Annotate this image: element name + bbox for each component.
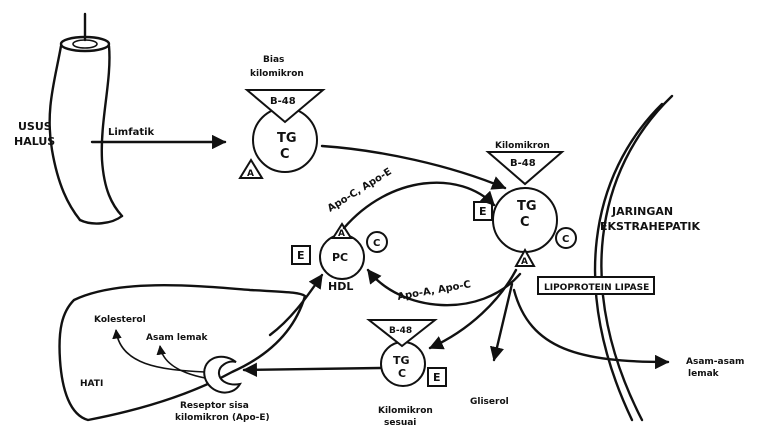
remnant-receptor-shape (204, 357, 240, 393)
kilomikron-b48-label: B-48 (510, 158, 536, 169)
gliserol-label: Gliserol (470, 397, 509, 407)
bias-kilomikron-label-2: kilomikron (250, 69, 304, 79)
hdl-apo-e-label: E (297, 249, 305, 262)
apo-c-e-label: Apo-C, Apo-E (326, 166, 394, 214)
kilomikron-label: Kilomikron (495, 141, 550, 151)
hdl-apo-a-label: A (338, 229, 345, 239)
liver-hati-label: HATI (80, 379, 103, 389)
sisa-to-receptor-arrow (244, 368, 380, 370)
intestine-drawing (50, 14, 122, 223)
bias-b48-label: B-48 (270, 96, 296, 107)
kilomikron-apo-c-label: C (562, 234, 569, 245)
intestine-label-1: USUS (18, 120, 52, 133)
liver-outline (60, 285, 305, 420)
sisa-c-label: C (398, 367, 406, 380)
bias-tg-label: TG (277, 131, 297, 146)
liver-to-asam-lemak-arrow (160, 346, 205, 378)
liver-asam-lemak-label: Asam lemak (146, 333, 209, 343)
sisa-b48-label: B-48 (389, 326, 412, 336)
hdl-pc-label: PC (332, 251, 348, 264)
gliserol-arrow (494, 284, 512, 360)
sisa-tg-label: TG (393, 354, 410, 367)
asam-lemak-out-arrow (514, 290, 668, 362)
bias-apo-a-label: A (247, 169, 254, 179)
kilomikron-apo-e-label: E (479, 205, 487, 218)
receptor-label-1: Reseptor sisa (180, 401, 249, 411)
sisa-label-1: Kilomikron (378, 406, 433, 416)
hdl-label: HDL (328, 280, 353, 293)
liver-to-hdl-arrow (270, 275, 322, 335)
hdl-apo-c-label: C (373, 238, 380, 249)
asam-lemak-out-label-2: lemak (688, 369, 720, 379)
tissue-label-2: EKSTRAHEPATIK (600, 220, 700, 233)
liver-kolesterol-label: Kolesterol (94, 315, 146, 325)
kilomikron-tg-label: TG (517, 199, 537, 214)
asam-lemak-out-label-1: Asam-asam (686, 357, 744, 367)
sisa-apo-e-label: E (433, 371, 441, 384)
receptor-label-2: kilomikron (Apo-E) (175, 413, 270, 423)
kilomikron-c-label: C (520, 215, 530, 230)
bias-kilomikron-label-1: Bias (263, 55, 284, 65)
limfatik-label: Limfatik (108, 127, 155, 138)
kilomikron-apo-a-label: A (521, 257, 528, 267)
tissue-label-1: JARINGAN (611, 205, 673, 218)
apo-a-c-label: Apo-A, Apo-C (397, 279, 472, 303)
bias-to-kilomikron-arrow (322, 146, 505, 188)
bias-c-label: C (280, 147, 290, 162)
kilomikron-to-sisa-arrow (430, 270, 516, 348)
lipoprotein-lipase-label: LIPOPROTEIN LIPASE (544, 283, 649, 293)
intestine-label-2: HALUS (14, 135, 55, 148)
sisa-label-2: sesuai (384, 418, 416, 428)
